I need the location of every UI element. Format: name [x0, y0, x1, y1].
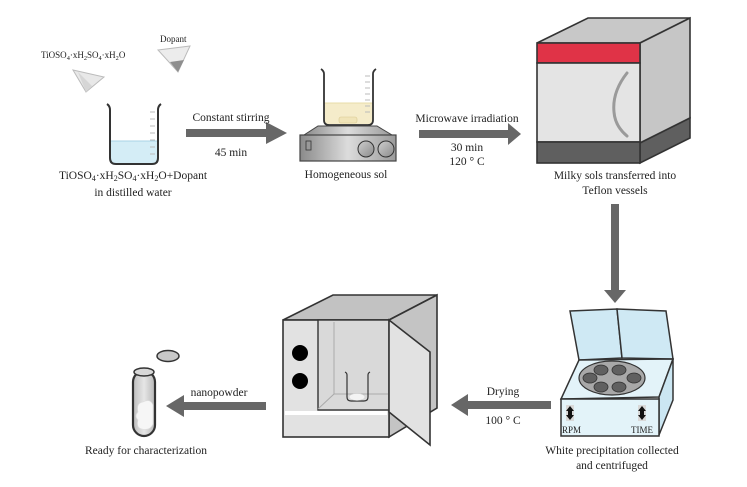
- time-control: [638, 405, 646, 421]
- centrifuge-icon: [559, 308, 675, 437]
- step2-label: Homogeneous sol: [304, 169, 388, 181]
- sample-vial-icon: [131, 349, 180, 438]
- beaker-solution-icon: [106, 103, 162, 165]
- reagent-label-dopant: Dopant: [160, 34, 187, 44]
- arrow1-label-below: 45 min: [214, 147, 248, 159]
- step4-label-line2: and centrifuged: [576, 460, 648, 472]
- drying-beaker-icon: [344, 371, 371, 402]
- step1-label-line2: in distilled water: [94, 187, 172, 199]
- beaker-sol-icon: [320, 68, 377, 126]
- arrow-stirring: [186, 122, 287, 144]
- arrow2-label-below2: 120 ° C: [449, 156, 485, 168]
- arrow2-label-below: 30 min: [450, 142, 484, 154]
- rpm-label: RPM: [562, 425, 582, 435]
- step1-label: TiOSO4·xH2SO4·xH2O+Dopant: [58, 170, 208, 183]
- drying-oven-icon: [282, 293, 438, 447]
- microwave-reactor-icon: [536, 16, 691, 165]
- step3-label-line2: Teflon vessels: [582, 185, 648, 197]
- arrow-transfer-down: [604, 204, 626, 303]
- door-handle-icon: [612, 71, 629, 138]
- arrow4-label-below: 100 ° C: [485, 415, 521, 427]
- time-label: TIME: [631, 425, 653, 435]
- reagent-funnel-titanyl-icon: [71, 69, 106, 93]
- arrow-nanopowder: [166, 395, 266, 417]
- arrow2-label-above: Microwave irradiation: [415, 113, 519, 125]
- arrow1-label-above: Constant stirring: [192, 112, 270, 124]
- step3-label: Milky sols transferred into: [553, 170, 677, 182]
- step4-label: White precipitation collected: [545, 445, 679, 457]
- hot-plate-stirrer-icon: [299, 125, 397, 162]
- reagent-label-titanyl: TiOSO4·xH2SO4·xH2O: [41, 50, 126, 62]
- step6-label: Ready for characterization: [85, 445, 207, 457]
- arrow-microwave: [419, 123, 521, 145]
- arrow5-label-above: nanopowder: [190, 387, 248, 399]
- arrow4-label-above: Drying: [486, 386, 520, 398]
- arrow-drying: [451, 394, 551, 416]
- reagent-funnel-dopant-icon: [156, 45, 191, 73]
- rpm-control: [566, 405, 574, 421]
- vial-cap-icon: [156, 349, 180, 363]
